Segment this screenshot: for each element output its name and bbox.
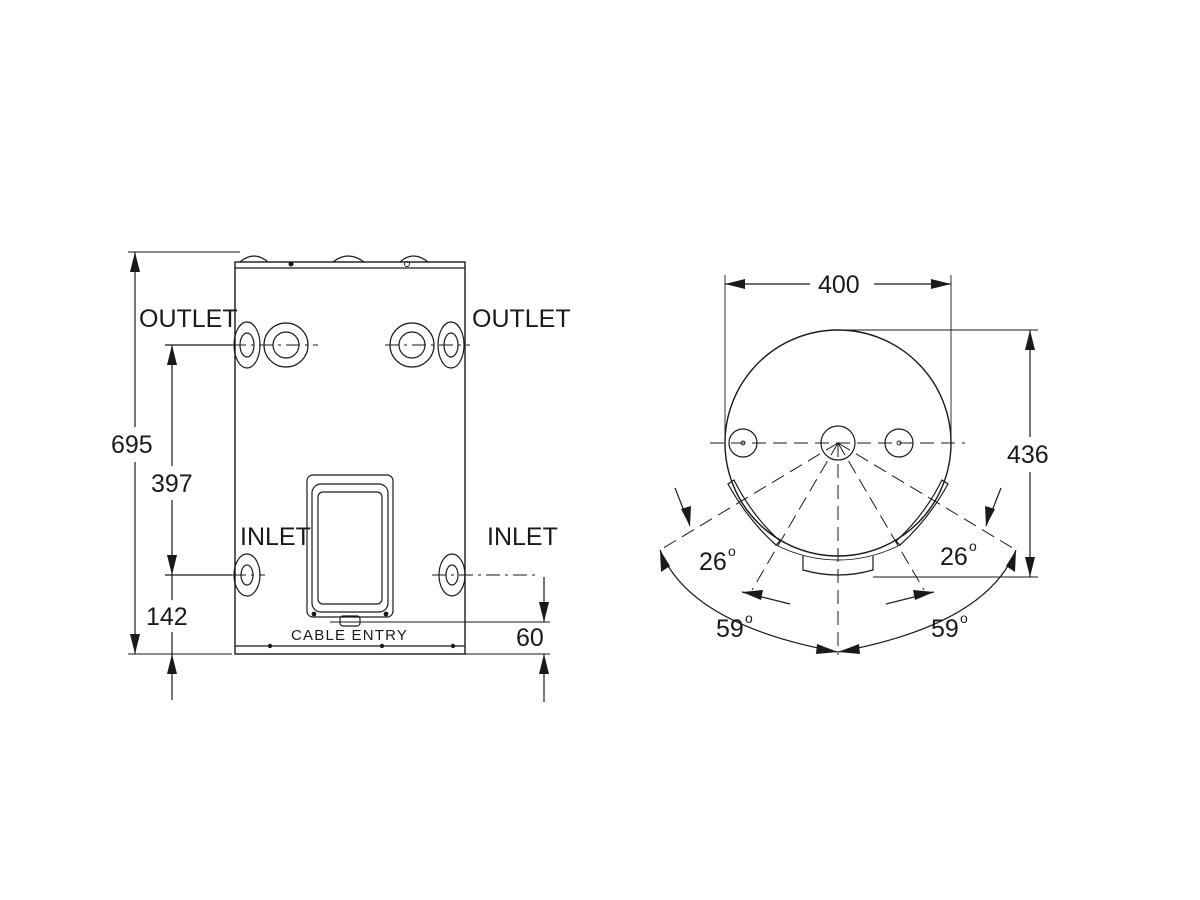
- angle-outer-left-value: 59: [716, 615, 744, 643]
- angle-label-right-59: 59 o: [931, 610, 968, 643]
- outlet-left-label: OUTLET: [139, 305, 238, 333]
- dim-width-value: 400: [818, 271, 860, 299]
- angle-label-left-59: 59 o: [716, 610, 753, 643]
- top-view: 400 436 26 o 26 o 59 o 59 o: [659, 271, 1049, 655]
- angle-label-right-26: 26 o: [940, 538, 977, 571]
- dimension-142: 142: [146, 575, 188, 700]
- angle-inner-right-value: 26: [940, 543, 968, 571]
- degree-mark: o: [960, 610, 968, 626]
- degree-mark: o: [969, 538, 977, 554]
- dim-outlet-inlet-value: 397: [151, 470, 193, 498]
- dim-depth-value: 436: [1007, 441, 1049, 469]
- angle-arc-left-26: [674, 487, 791, 605]
- degree-mark: o: [745, 610, 753, 626]
- tank-front-body: [234, 261, 466, 655]
- cable-entry-cover: [306, 474, 394, 627]
- inlet-left-label: INLET: [240, 523, 311, 551]
- dimension-397: 397: [151, 345, 193, 575]
- angle-outer-right-value: 59: [931, 615, 959, 643]
- outlet-right-label: OUTLET: [472, 305, 571, 333]
- dim-cable-entry-value: 60: [516, 624, 544, 652]
- dimension-695: 695: [111, 251, 240, 655]
- cable-entry-label: CABLE ENTRY: [291, 627, 408, 644]
- front-view: OUTLET OUTLET INLET INLET CABLE ENTRY 69…: [111, 251, 571, 702]
- dim-inlet-height-value: 142: [146, 603, 188, 631]
- dimension-60: 60: [465, 577, 550, 702]
- dimension-400: 400: [724, 271, 952, 443]
- angle-arc-right-26: [885, 487, 1002, 605]
- angle-label-left-26: 26 o: [699, 543, 736, 576]
- angle-inner-left-value: 26: [699, 548, 727, 576]
- angle-arc-right-59: [837, 549, 1017, 654]
- inlet-right-label: INLET: [487, 523, 558, 551]
- angle-arc-left-59: [659, 549, 839, 654]
- dim-height-value: 695: [111, 431, 153, 459]
- dimension-436: 436: [838, 329, 1049, 578]
- degree-mark: o: [728, 543, 736, 559]
